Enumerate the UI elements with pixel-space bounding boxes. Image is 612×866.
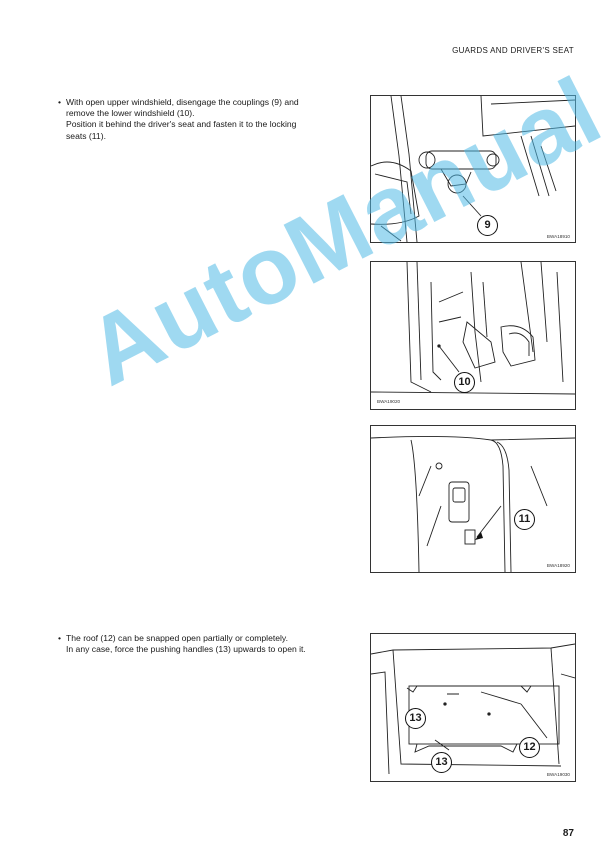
figure-code: BWA19030 (546, 772, 570, 777)
instruction-paragraph-2: • The roof (12) can be snapped open part… (58, 633, 358, 655)
callout-9: 9 (477, 215, 498, 236)
figure-code: BWA18920 (546, 563, 570, 568)
callout-12: 12 (519, 737, 540, 758)
coupling-illustration (371, 96, 575, 242)
figure-lower-windshield: 10 BWA19020 (370, 261, 576, 410)
page-number: 87 (562, 828, 574, 839)
locking-seats-illustration (371, 435, 575, 572)
paragraph-line: Position it behind the driver's seat and… (66, 119, 297, 130)
figure-code: BWA19020 (377, 399, 401, 404)
section-title: GUARDS AND DRIVER'S SEAT (452, 46, 574, 55)
paragraph-line: remove the lower windshield (10). (66, 108, 195, 119)
paragraph-line: seats (11). (66, 130, 106, 141)
paragraph-line: The roof (12) can be snapped open partia… (66, 633, 288, 643)
figure-coupling: 9 BWA18910 (370, 95, 576, 243)
bullet: • (58, 97, 62, 107)
instruction-paragraph-1: • With open upper windshield, disengage … (58, 97, 358, 142)
bullet: • (58, 633, 62, 643)
roof-illustration (371, 643, 575, 775)
figure-roof: 13 12 13 BWA19030 (370, 633, 576, 782)
paragraph-line: With open upper windshield, disengage th… (66, 97, 299, 107)
callout-10: 10 (454, 372, 475, 393)
figure-locking-seats: 11 BWA18920 (370, 425, 576, 573)
callout-13-lower: 13 (431, 752, 452, 773)
paragraph-line: In any case, force the pushing handles (… (66, 644, 306, 655)
callout-11: 11 (514, 509, 535, 530)
callout-13-upper: 13 (405, 708, 426, 729)
figure-code: BWA18910 (546, 234, 570, 239)
lower-windshield-illustration (371, 262, 575, 395)
